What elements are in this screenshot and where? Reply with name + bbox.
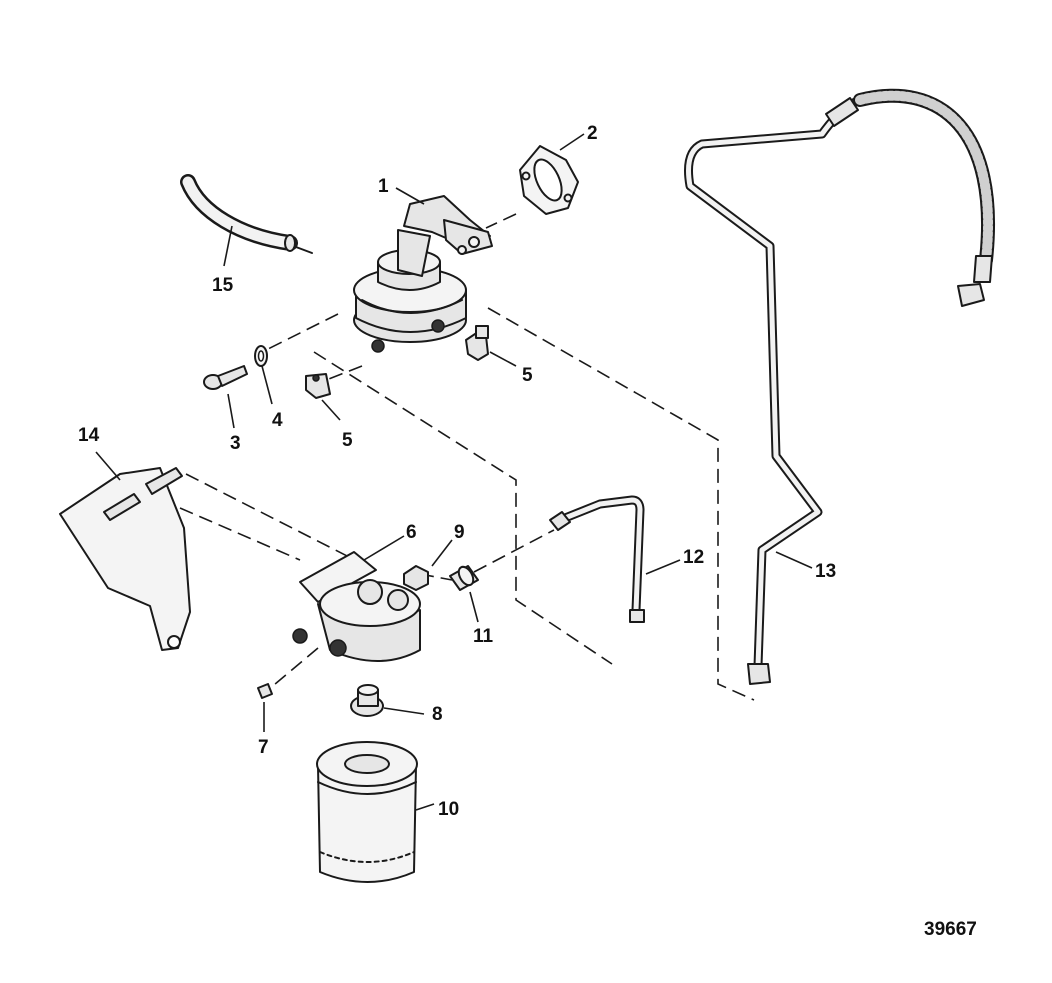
part-4-washer xyxy=(254,345,268,367)
callout-11: 11 xyxy=(473,626,494,647)
figure-reference-number: 39667 xyxy=(924,919,977,940)
callout-5-lower: 5 xyxy=(342,430,353,451)
callout-leader-lines xyxy=(95,133,813,811)
callout-7: 7 xyxy=(258,737,269,758)
callout-4: 4 xyxy=(272,410,283,431)
part-1-fuel-pump xyxy=(353,195,493,353)
assembly-guide-lines xyxy=(179,213,755,701)
callout-13: 13 xyxy=(815,561,836,582)
callout-5-upper: 5 xyxy=(522,365,533,386)
callout-1: 1 xyxy=(378,176,389,197)
callout-labels: 1 2 3 4 5 5 6 7 8 9 10 11 12 13 14 15 xyxy=(78,123,836,820)
callout-2: 2 xyxy=(587,123,598,144)
part-7-plug xyxy=(257,683,273,699)
callout-10: 10 xyxy=(438,799,459,820)
callout-3: 3 xyxy=(230,433,241,454)
callout-14: 14 xyxy=(78,425,100,446)
part-10-fuel-filter xyxy=(316,741,418,883)
callout-8: 8 xyxy=(432,704,443,725)
callout-9: 9 xyxy=(454,522,465,543)
part-14-bracket xyxy=(59,467,191,651)
part-13-fuel-line-assembly xyxy=(684,88,995,685)
part-12-fuel-line xyxy=(549,495,645,623)
part-3-screw xyxy=(203,365,248,390)
part-5-elbow-fitting xyxy=(305,373,331,399)
part-2-gasket xyxy=(519,145,579,215)
part-9-nut xyxy=(403,565,429,591)
callout-15: 15 xyxy=(212,275,234,296)
callout-12: 12 xyxy=(683,547,704,568)
part-5-elbow-fitting-outlet xyxy=(465,325,489,361)
part-11-fitting xyxy=(449,565,479,591)
part-15-fuel-hose xyxy=(180,174,313,254)
callout-6: 6 xyxy=(406,522,417,543)
part-8-adapter xyxy=(350,684,384,717)
part-6-filter-head xyxy=(292,551,421,662)
